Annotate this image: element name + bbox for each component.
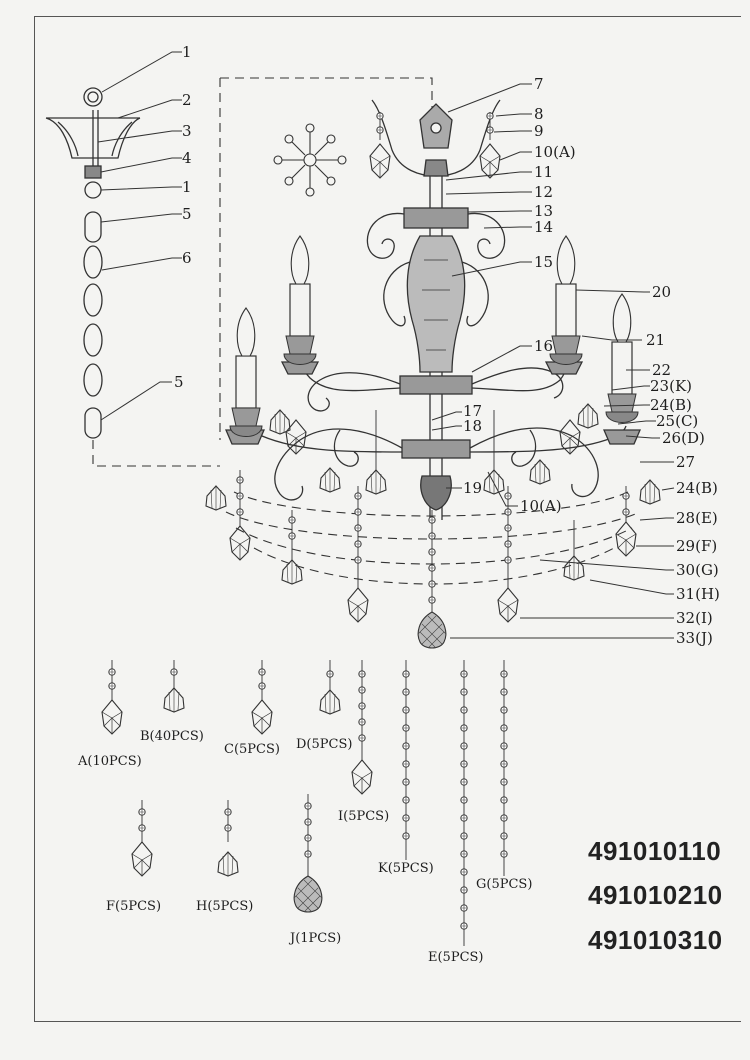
pendant-f-icon xyxy=(131,841,153,877)
callout-label: 6 xyxy=(182,249,192,267)
caption-f: F(5PCS) xyxy=(106,899,161,914)
callout-label: 12 xyxy=(534,183,553,201)
callout-label: 32(I) xyxy=(676,609,713,627)
callout-label: 31(H) xyxy=(676,585,720,603)
drawing-frame xyxy=(34,16,741,1022)
callout-label: 24(B) xyxy=(676,479,718,497)
part-captions: A(10PCS) B(40PCS) C(5PCS) D(5PCS) I(5PCS… xyxy=(77,729,532,965)
callout-label: 2 xyxy=(182,91,192,109)
callout-label: 27 xyxy=(676,453,695,471)
callout-label: 16 xyxy=(534,337,553,355)
callout-label: 4 xyxy=(182,149,192,167)
model-code-2: 491010210 xyxy=(588,880,723,910)
callout-label: 18 xyxy=(463,417,482,435)
caption-k: K(5PCS) xyxy=(378,861,434,876)
callout-label: 10(A) xyxy=(520,497,562,515)
callout-label: 1 xyxy=(182,43,192,61)
callout-label: 23(K) xyxy=(650,377,692,395)
callout-label: 17 xyxy=(463,402,482,420)
callout-label: 33(J) xyxy=(676,629,713,647)
caption-h: H(5PCS) xyxy=(196,899,253,914)
callout-label: 5 xyxy=(182,205,192,223)
caption-i: I(5PCS) xyxy=(338,809,389,824)
caption-e: E(5PCS) xyxy=(428,950,484,965)
model-code-3: 491010310 xyxy=(588,925,723,955)
pendant-c-icon xyxy=(251,699,273,735)
pendant-i-icon xyxy=(351,759,373,795)
pendant-d-icon xyxy=(319,689,341,715)
callout-label: 5 xyxy=(174,373,184,391)
callout-label: 22 xyxy=(652,361,671,379)
caption-c: C(5PCS) xyxy=(224,742,280,757)
callout-label: 25(C) xyxy=(656,412,698,430)
callout-label: 15 xyxy=(534,253,553,271)
callout-label: 19 xyxy=(463,479,482,497)
callout-label: 10(A) xyxy=(534,143,576,161)
pendant-j-icon xyxy=(293,875,323,913)
callout-label: 24(B) xyxy=(650,396,692,414)
caption-a: A(10PCS) xyxy=(77,754,142,769)
callout-labels: 1 2 3 4 1 5 6 5 7 8 9 10(A) 11 12 13 14 … xyxy=(174,43,720,647)
callout-label: 13 xyxy=(534,202,553,220)
callout-label: 29(F) xyxy=(676,537,717,555)
chandelier-body xyxy=(225,99,641,520)
caption-b: B(40PCS) xyxy=(140,729,204,744)
pendant-b-icon xyxy=(163,687,185,713)
caption-g: G(5PCS) xyxy=(476,877,532,892)
pendant-h-icon xyxy=(217,851,239,877)
callout-label: 7 xyxy=(534,75,544,93)
callout-label: 11 xyxy=(534,163,553,181)
callout-label: 3 xyxy=(182,122,192,140)
callout-label: 26(D) xyxy=(662,429,705,447)
leader-lines xyxy=(97,51,675,639)
parts-legend xyxy=(101,660,508,946)
caption-d: D(5PCS) xyxy=(296,737,352,752)
callout-label: 9 xyxy=(534,122,544,140)
model-code-1: 491010110 xyxy=(588,836,722,866)
callout-label: 8 xyxy=(534,105,544,123)
chain-assembly xyxy=(45,87,141,439)
chandelier-crystals xyxy=(205,112,661,649)
pendant-a-icon xyxy=(101,699,123,735)
caption-j: J(1PCS) xyxy=(288,931,341,946)
callout-label: 14 xyxy=(534,218,553,236)
callout-label: 20 xyxy=(652,283,671,301)
callout-label: 21 xyxy=(646,331,665,349)
callout-label: 28(E) xyxy=(676,509,718,527)
callout-label: 30(G) xyxy=(676,561,719,579)
star-ornament-icon xyxy=(273,123,347,197)
callout-label: 1 xyxy=(182,178,192,196)
